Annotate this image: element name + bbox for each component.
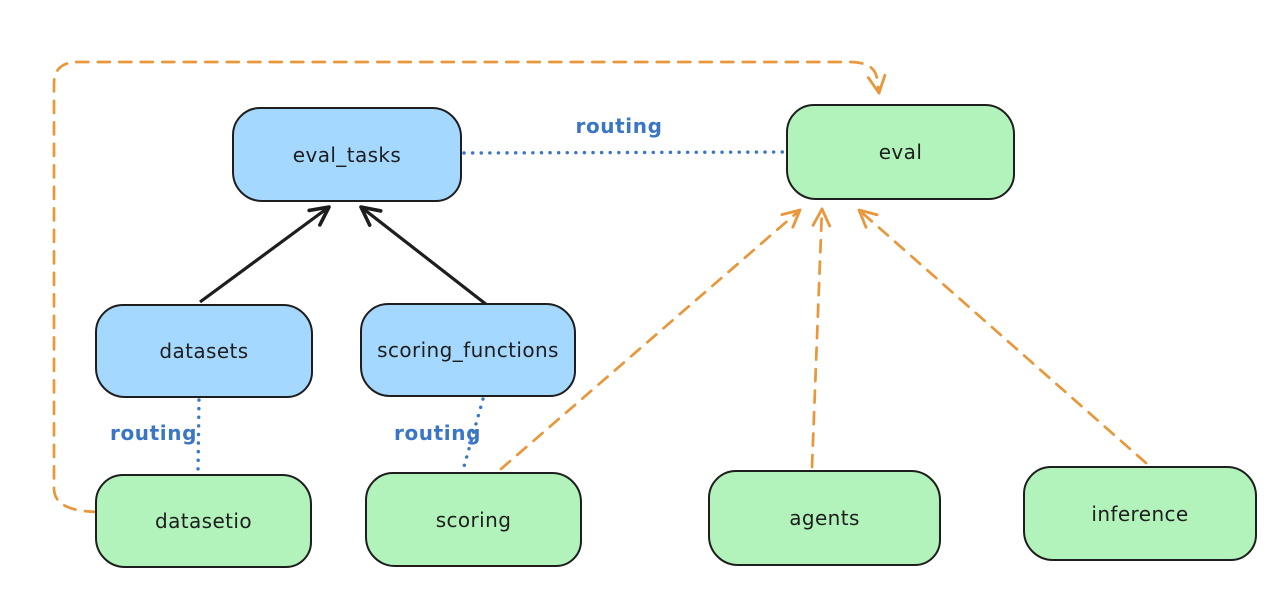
- edge-label-routing-eval-tasks-to-eval: routing: [575, 114, 663, 138]
- node-eval-tasks: eval_tasks: [232, 107, 462, 202]
- edge-datasetio-to-eval-dashed-loop: [52, 60, 887, 514]
- edge-agents-to-eval-dashed: [810, 207, 832, 469]
- edge-label-routing-datasets-to-datasetio: routing: [110, 421, 198, 445]
- node-datasets: datasets: [95, 304, 313, 398]
- node-eval: eval: [786, 104, 1015, 200]
- node-eval-tasks-label: eval_tasks: [292, 142, 402, 167]
- node-scoring-functions: scoring_functions: [360, 303, 576, 397]
- node-datasetio: datasetio: [95, 474, 312, 568]
- edge-scoring-functions-to-scoring-routing-dotted: [461, 397, 485, 472]
- edge-label-routing-scoring-functions-to-scoring: routing: [394, 421, 482, 445]
- node-scoring: scoring: [365, 472, 582, 567]
- node-eval-label: eval: [878, 140, 923, 164]
- edge-eval-tasks-to-eval-routing-dotted: [462, 150, 788, 155]
- node-agents-label: agents: [789, 506, 860, 530]
- edge-inference-to-eval-dashed: [857, 208, 1148, 465]
- node-datasetio-label: datasetio: [154, 509, 252, 533]
- node-scoring-functions-label: scoring_functions: [377, 338, 559, 362]
- node-scoring-label: scoring: [435, 507, 512, 532]
- edge-datasets-to-eval-tasks-arrow: [199, 205, 331, 304]
- edge-scoring-to-eval-dashed: [499, 208, 802, 471]
- node-agents: agents: [708, 470, 941, 566]
- edge-datasets-to-datasetio-routing-dotted: [196, 398, 201, 474]
- edge-scoring-functions-to-eval-tasks-arrow: [359, 205, 488, 307]
- node-datasets-label: datasets: [159, 339, 249, 363]
- node-inference-label: inference: [1091, 501, 1189, 526]
- node-inference: inference: [1023, 466, 1257, 561]
